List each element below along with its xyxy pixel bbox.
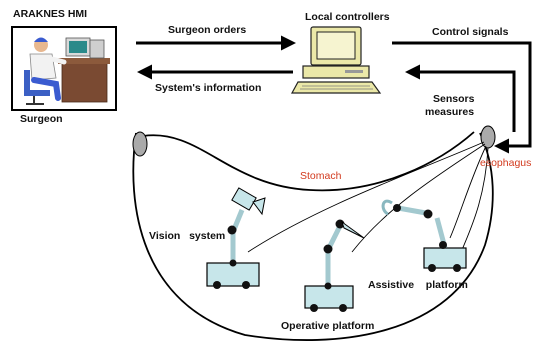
- sensors-measures-arrow: [405, 64, 516, 132]
- needle-tool-icon: [341, 220, 365, 239]
- surgeon-label: Surgeon: [20, 113, 63, 125]
- operative-platform-robot: [304, 219, 365, 312]
- esophagus-label: esophagus: [480, 157, 532, 169]
- sensors-label: Sensors: [433, 93, 475, 105]
- systems-information-label: System's information: [155, 82, 262, 94]
- assistive-platform-robot: [381, 199, 467, 272]
- stomach-label: Stomach: [300, 170, 342, 182]
- vision-system-label: Vision system: [149, 230, 226, 242]
- assistive-platform-label: Assistive platform: [368, 279, 468, 291]
- camera-icon: [231, 187, 266, 216]
- control-signals-label: Control signals: [432, 26, 509, 38]
- stomach-entry-port: [132, 131, 148, 157]
- robot-tethers: [247, 141, 489, 253]
- stomach-organ: [132, 125, 496, 341]
- gripper-icon: [381, 199, 393, 216]
- operative-platform-label: Operative platform: [281, 320, 375, 332]
- desktop-computer-icon: [290, 26, 382, 94]
- local-controllers-label: Local controllers: [305, 11, 390, 23]
- hmi-title: ARAKNES HMI: [13, 8, 88, 20]
- surgeon-at-console-icon: [24, 37, 110, 105]
- measures-label: measures: [425, 106, 475, 118]
- hmi-panel: [11, 26, 117, 111]
- flow-arrows: [136, 35, 532, 154]
- esophagus-port: [480, 125, 496, 149]
- control-signals-arrow: [392, 41, 532, 154]
- surgeon-orders-label: Surgeon orders: [168, 24, 247, 36]
- vision-system-robot: [206, 187, 266, 289]
